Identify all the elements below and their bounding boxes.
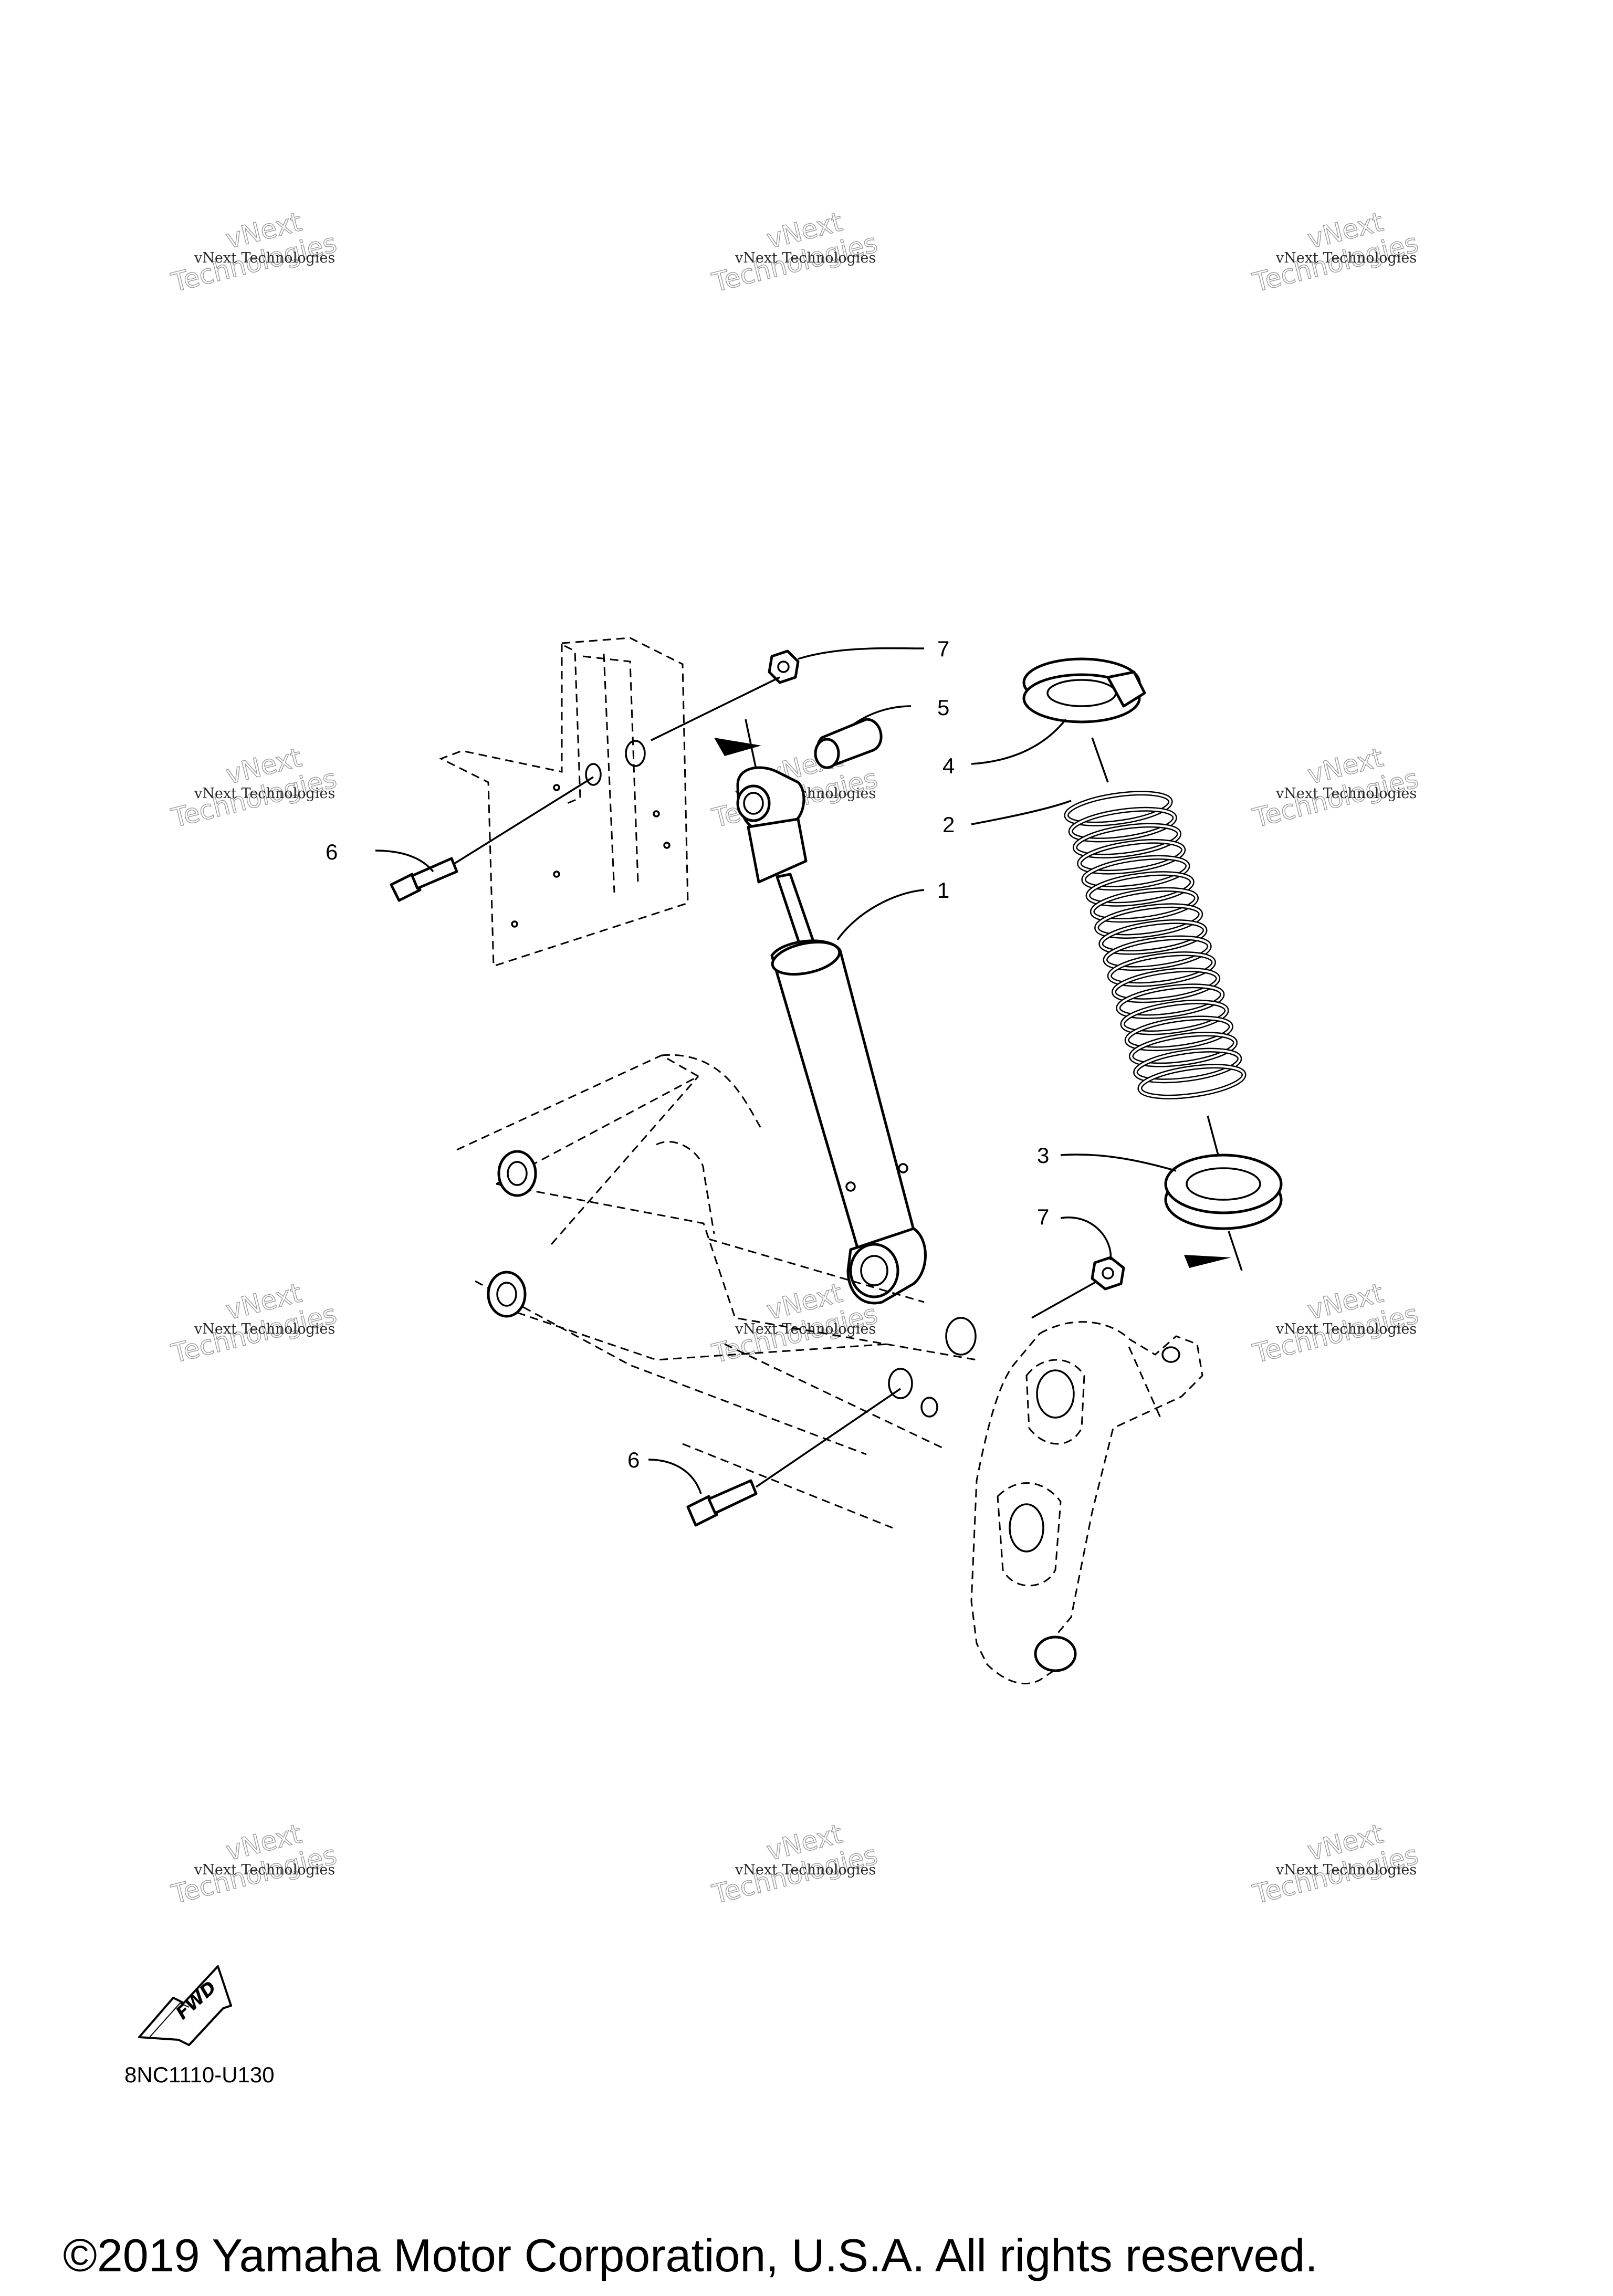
callout-5: 5 xyxy=(937,695,949,720)
spring-coil-highlight xyxy=(1074,824,1180,857)
watermark-small: vNext Technologies xyxy=(1275,1862,1417,1878)
nut-7-bottom xyxy=(1031,1256,1125,1319)
spring-coil-highlight xyxy=(1070,808,1176,841)
spring-coil-highlight xyxy=(1082,856,1189,889)
watermark-small: vNext Technologies xyxy=(194,785,335,802)
spring-coil-highlight xyxy=(1117,984,1223,1018)
watermark: Technologies vNext vNext Technologies xyxy=(1250,206,1422,299)
spring-coil-highlight xyxy=(1113,969,1219,1002)
spring-coil-highlight xyxy=(1130,1033,1237,1066)
bolt-6-bottom xyxy=(686,1388,901,1527)
watermark-small: vNext Technologies xyxy=(194,1862,335,1878)
watermark: Technologies vNext vNext Technologies xyxy=(1250,742,1422,834)
spring-coil-highlight xyxy=(1134,1049,1241,1082)
watermark-small: vNext Technologies xyxy=(1275,250,1417,266)
watermark-small: vNext Technologies xyxy=(735,1862,876,1878)
watermark-small: vNext Technologies xyxy=(735,250,876,266)
spring-seat-4 xyxy=(1022,657,1146,783)
callout-7-bottom: 7 xyxy=(1037,1204,1049,1229)
watermark-small: vNext Technologies xyxy=(1275,1321,1417,1337)
spring-coil-highlight xyxy=(1099,920,1206,953)
callout-4: 4 xyxy=(942,753,955,778)
callout-7-top: 7 xyxy=(937,636,949,661)
spring-coil-highlight xyxy=(1078,840,1185,874)
knuckle xyxy=(970,1321,1203,1685)
lower-arm xyxy=(456,1054,977,1529)
watermark-grid: Technologies vNext vNext Technologies Te… xyxy=(168,206,1422,1911)
watermark: Technologies vNext vNext Technologies xyxy=(168,206,340,299)
watermark: Technologies vNext vNext Technologies xyxy=(168,1818,340,1911)
alignment-arrow-icon xyxy=(1184,1255,1231,1268)
spring-coil-highlight xyxy=(1126,1016,1232,1050)
nut-7-top xyxy=(651,649,800,741)
watermark: Technologies vNext vNext Technologies xyxy=(709,1818,881,1911)
watermark-small: vNext Technologies xyxy=(735,1321,876,1337)
callout-2: 2 xyxy=(942,812,955,837)
spring-coil-highlight xyxy=(1138,1065,1245,1098)
spring-coil-highlight xyxy=(1104,937,1211,970)
callout-labels: 7 5 4 2 1 6 3 7 6 xyxy=(326,636,1049,1472)
coil-spring-2 xyxy=(1064,791,1247,1099)
collar-5 xyxy=(814,718,883,769)
watermark: Technologies vNext vNext Technologies xyxy=(168,742,340,834)
bolt-6-top xyxy=(390,776,594,902)
alignment-arrow-icon xyxy=(714,738,761,756)
shock-absorber xyxy=(714,719,927,1305)
watermark: Technologies vNext vNext Technologies xyxy=(709,206,881,299)
watermark: Technologies vNext vNext Technologies xyxy=(1250,1277,1422,1370)
leader-lines xyxy=(375,647,1177,1494)
spring-coil-highlight xyxy=(1087,872,1193,906)
spring-coil-highlight xyxy=(1121,1001,1228,1034)
spring-coil-highlight xyxy=(1091,888,1198,921)
spring-coil-highlight xyxy=(1108,952,1215,986)
fwd-arrow-icon: FWD xyxy=(138,1965,232,2046)
callout-1: 1 xyxy=(937,878,949,903)
frame-bracket xyxy=(439,637,689,968)
spring-seat-3 xyxy=(1164,1115,1283,1271)
watermark: Technologies vNext vNext Technologies xyxy=(168,1277,340,1370)
watermark: Technologies vNext vNext Technologies xyxy=(1250,1818,1422,1911)
watermark-small: vNext Technologies xyxy=(1275,785,1417,802)
callout-6-bottom: 6 xyxy=(627,1448,640,1472)
callout-3: 3 xyxy=(1037,1143,1049,1168)
copyright-notice: ©2019 Yamaha Motor Corporation, U.S.A. A… xyxy=(63,2229,1318,2281)
diagram-code: 8NC1110-U130 xyxy=(124,2062,275,2087)
watermark-small: vNext Technologies xyxy=(194,250,335,266)
spring-coil-highlight xyxy=(1065,792,1172,825)
callout-6-top: 6 xyxy=(326,840,338,864)
spring-coil-highlight xyxy=(1095,904,1202,938)
watermark-small: vNext Technologies xyxy=(194,1321,335,1337)
